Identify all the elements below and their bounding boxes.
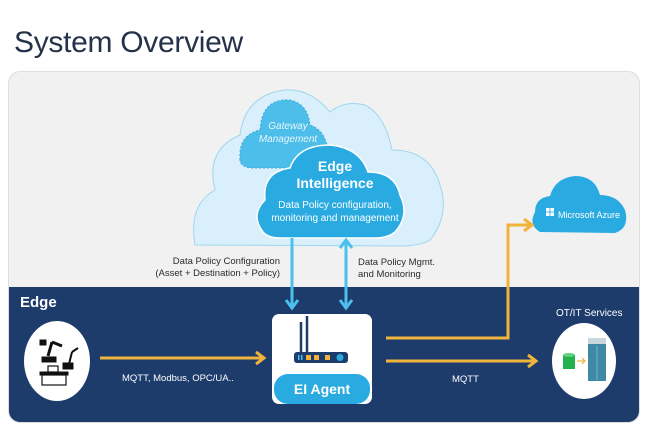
egress-protocol-label: MQTT xyxy=(452,374,479,385)
mgmt-label-line1: Data Policy Mgmt. xyxy=(358,257,436,268)
edge-intelligence-title: Edge Intelligence xyxy=(296,158,374,191)
edge-intelligence-cloud-shape xyxy=(256,144,405,239)
database-icon xyxy=(563,353,575,369)
page-title: System Overview xyxy=(14,26,243,59)
microsoft-azure-label: Microsoft Azure xyxy=(558,210,621,220)
gateway-management-label: Gateway Management xyxy=(258,121,318,145)
ingress-protocols-label: MQTT, Modbus, OPC/UA.. xyxy=(122,373,234,384)
router-icon xyxy=(294,316,348,363)
edge-intelligence-subtitle: Data Policy configuration, monitoring an… xyxy=(271,200,399,224)
server-rack-icon xyxy=(588,338,606,381)
ot-it-services-label: OT/IT Services xyxy=(556,308,623,319)
config-label-line2: (Asset + Destination + Policy) xyxy=(155,268,280,279)
data-policy-mgmt-label: Data Policy Mgmt. and Monitoring xyxy=(358,257,468,281)
azure-arrow xyxy=(386,223,530,340)
industrial-devices-circle xyxy=(24,321,90,401)
azure-cloud-shape xyxy=(532,176,627,233)
ei-agent-label: EI Agent xyxy=(274,374,370,404)
robot-arm-icon xyxy=(39,339,79,386)
mgmt-label-line2: and Monitoring xyxy=(358,269,421,280)
data-policy-configuration-label: Data Policy Configuration (Asset + Desti… xyxy=(150,256,280,280)
config-label-line1: Data Policy Configuration xyxy=(172,256,280,267)
edge-section-label: Edge xyxy=(20,294,57,311)
